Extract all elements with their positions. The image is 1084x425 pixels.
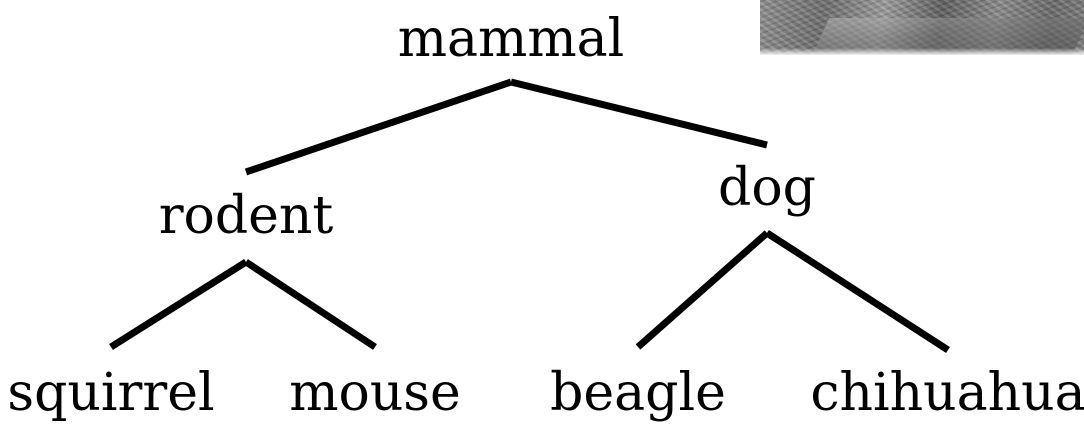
node-mammal: mammal — [398, 9, 625, 69]
node-chihuahua: chihuahua — [810, 363, 1084, 423]
photo-fragment — [760, 0, 1084, 55]
edge-mammal-rodent — [244, 78, 513, 176]
edge-mammal-dog — [510, 78, 768, 149]
node-mouse: mouse — [289, 363, 461, 423]
edge-dog-beagle — [635, 230, 770, 350]
node-dog: dog — [718, 158, 816, 218]
edge-rodent-squirrel — [109, 259, 248, 350]
photo-bottom-edge — [760, 48, 1084, 55]
node-squirrel: squirrel — [7, 363, 214, 423]
edge-rodent-mouse — [244, 259, 377, 350]
node-beagle: beagle — [550, 363, 726, 423]
edge-dog-chihuahua — [765, 230, 950, 353]
node-rodent: rodent — [159, 186, 334, 246]
